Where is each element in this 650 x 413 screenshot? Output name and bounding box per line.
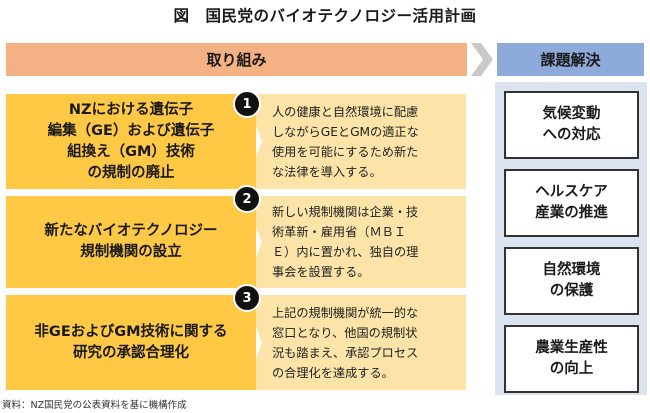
actions-header: 取り組み [6, 43, 467, 76]
initiative-3-number: 3 [233, 284, 261, 312]
initiative-1-description: 人の健康と自然環境に配慮 しながらGEとGMの適正な 使用を可能にするため新た … [272, 104, 419, 179]
outcome-agriculture: 農業生産性 の向上 [504, 325, 639, 393]
initiative-2-number: 2 [233, 185, 261, 213]
source-note: 資料：NZ国民党の公表資料を基に機構作成 [2, 400, 187, 411]
outcomes-header: 課題解決 [497, 43, 644, 76]
initiative-2-chevron [244, 196, 466, 288]
outcome-environment: 自然環境 の保護 [504, 247, 639, 315]
initiative-2-description: 新しい規制機関は企業・技 術革新・雇用省（ＭＢＩ Ｅ）内に置かれ、独自の理 事会… [272, 205, 419, 279]
flow-arrow-icon [471, 43, 493, 76]
initiative-1-title: NZにおける遺伝子 編集（GE）および遺伝子 組換え（GM）技術 の規制の廃止 [6, 94, 256, 189]
initiative-2-title: 新たなバイオテクノロジー 規制機関の設立 [6, 196, 256, 288]
outcome-healthcare: ヘルスケア 産業の推進 [504, 169, 639, 237]
diagram-title: 図 国民党のバイオテクノロジー活用計画 [173, 7, 477, 25]
initiative-1-chevron [244, 94, 466, 189]
initiative-1-number: 1 [233, 90, 261, 118]
outcome-climate: 気候変動 への対応 [504, 91, 639, 159]
initiative-3-title: 非GEおよびGM技術に関する 研究の承認合理化 [6, 295, 256, 390]
initiative-3-chevron [244, 295, 466, 390]
initiative-3-description: 上記の規制機関が統一的な 窓口となり、他国の規制状 況も踏まえ、承認プロセス の… [272, 305, 419, 380]
